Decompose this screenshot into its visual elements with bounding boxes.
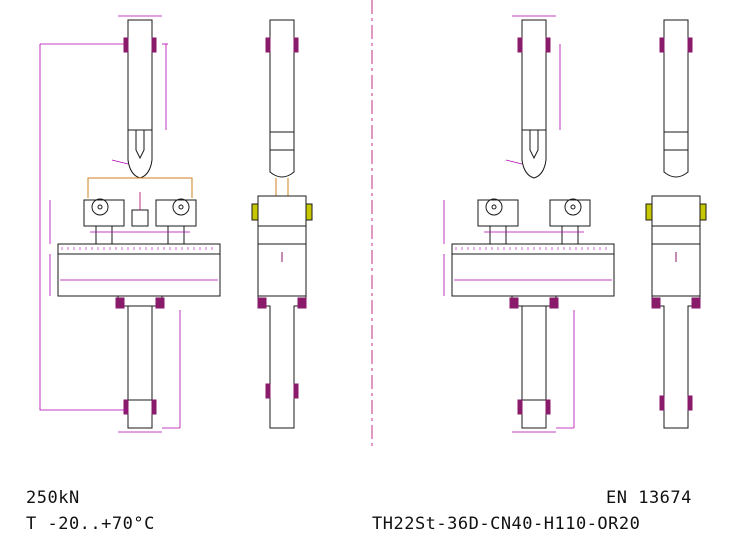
left-roller-block-2 [477, 199, 519, 227]
right-roller [172, 198, 190, 216]
rail-body-2 [451, 253, 615, 297]
right-rail-scale [455, 247, 607, 250]
upper-grip-2 [521, 19, 547, 131]
temperature-label: T -20..+70°C [26, 514, 155, 534]
rail-head-2 [451, 243, 615, 255]
lower-fork [117, 296, 163, 401]
side-support-block-2 [651, 195, 701, 245]
left-rail-scale [61, 247, 213, 250]
extensometer [131, 209, 149, 227]
right-front-view [451, 19, 615, 429]
lower-grip [127, 305, 153, 429]
side-rail [257, 243, 307, 297]
right-front-dimensions [443, 15, 612, 433]
left-front-dimensions [39, 15, 218, 433]
left-side-view [251, 19, 313, 429]
right-side-view [645, 19, 707, 429]
upper-grip [127, 19, 153, 131]
extensometer-wire [87, 177, 193, 198]
side-upper-grip [269, 19, 295, 133]
lower-grip-2 [521, 305, 547, 429]
rail-head [57, 243, 221, 255]
right-roller-block-2 [549, 199, 591, 227]
load-label: 250kN [26, 488, 80, 508]
left-roller [91, 198, 109, 216]
rail-body [57, 253, 221, 297]
left-roller-block [83, 199, 125, 227]
standard-label: EN 13674 [606, 488, 692, 508]
left-front-view [57, 19, 221, 429]
side-support-block [257, 195, 307, 245]
specimen-code-label: TH22St-36D-CN40-H110-OR20 [372, 514, 641, 534]
upper-fork [127, 130, 153, 179]
